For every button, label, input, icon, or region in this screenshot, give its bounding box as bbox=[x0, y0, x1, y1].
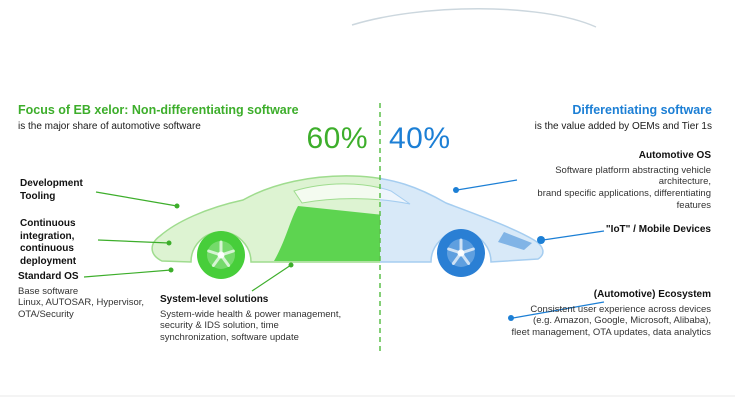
callout-title: Continuous integration, continuous deplo… bbox=[20, 218, 77, 267]
callout-automotive-ecosystem: (Automotive) Ecosystem Consistent user e… bbox=[473, 289, 711, 339]
car-left-half bbox=[151, 175, 380, 281]
left-section-header: Focus of EB xelor: Non-differentiating s… bbox=[18, 103, 328, 132]
callout-development-tooling: Development Tooling bbox=[20, 178, 96, 203]
callout-title: Automotive OS bbox=[638, 150, 711, 161]
car-right-half bbox=[380, 175, 544, 279]
callout-title: Standard OS bbox=[18, 271, 79, 282]
left-section-subtitle: is the major share of automotive softwar… bbox=[18, 121, 201, 132]
car-illustration bbox=[151, 175, 544, 281]
headlight-accent bbox=[498, 232, 532, 250]
front-left-wheel bbox=[195, 229, 247, 281]
callout-title: System-level solutions bbox=[160, 294, 269, 305]
callout-continuous-integration: Continuous integration, continuous deplo… bbox=[20, 218, 96, 268]
callout-body: Software platform abstracting vehicle ar… bbox=[537, 164, 711, 212]
callout-system-level-solutions: System-level solutions System-wide healt… bbox=[160, 294, 348, 344]
decorative-arc bbox=[351, 8, 597, 28]
callout-body: Consistent user experience across device… bbox=[511, 303, 711, 339]
callout-automotive-os: Automotive OS Software platform abstract… bbox=[506, 150, 711, 212]
callout-title: "IoT" / Mobile Devices bbox=[605, 224, 711, 235]
right-section-subtitle: is the value added by OEMs and Tier 1s bbox=[534, 121, 712, 132]
right-section-title: Differentiating software bbox=[572, 103, 712, 117]
front-right-wheel bbox=[435, 227, 487, 279]
callout-iot-mobile-devices: "IoT" / Mobile Devices bbox=[539, 224, 711, 237]
callout-title: Development Tooling bbox=[20, 178, 83, 202]
callout-body: System-wide health & power management, s… bbox=[160, 308, 342, 344]
callout-title: (Automotive) Ecosystem bbox=[593, 289, 711, 300]
share-40-percent: 40% bbox=[389, 122, 451, 155]
share-60-percent: 60% bbox=[306, 122, 368, 155]
callout-body: Base software Linux, AUTOSAR, Hypervisor… bbox=[18, 285, 145, 321]
callout-standard-os: Standard OS Base software Linux, AUTOSAR… bbox=[18, 271, 160, 321]
left-section-title: Focus of EB xelor: Non-differentiating s… bbox=[18, 103, 299, 117]
right-section-header: Differentiating software is the value ad… bbox=[452, 103, 712, 132]
